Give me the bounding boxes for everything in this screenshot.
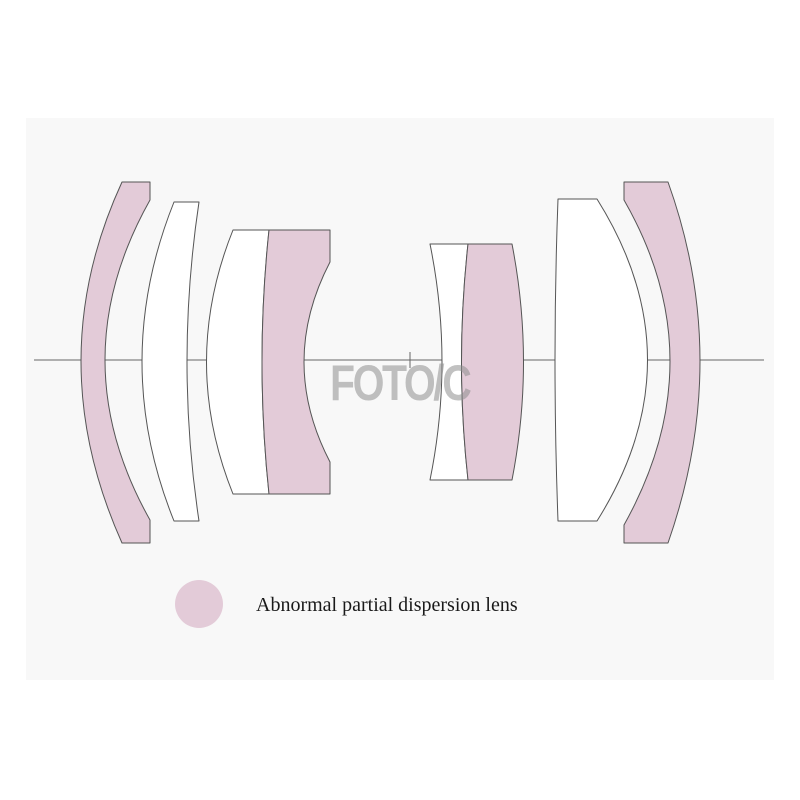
lens-element-1 [80,181,151,544]
lens-element-3 [206,229,270,495]
lens-element-4 [261,229,331,495]
watermark-text: FOTO/C [330,355,472,411]
lens-element-2 [141,201,200,522]
lens-element-6 [461,243,524,481]
lens-element-7 [554,198,648,522]
legend-label: Abnormal partial dispersion lens [256,594,518,616]
lens-element-8 [623,181,701,544]
legend-swatch [175,580,223,628]
